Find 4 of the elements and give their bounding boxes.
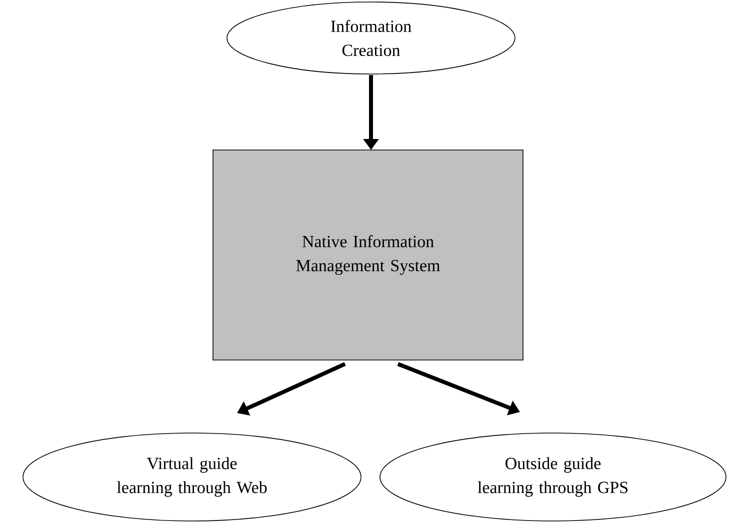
ellipse-node: Virtual guide learning through Web (22, 432, 362, 522)
ellipse-node: Information Creation (226, 2, 516, 74)
process-box: Native Information Management System (212, 150, 524, 360)
ellipse-node: Outside guide learning through GPS (380, 432, 726, 522)
